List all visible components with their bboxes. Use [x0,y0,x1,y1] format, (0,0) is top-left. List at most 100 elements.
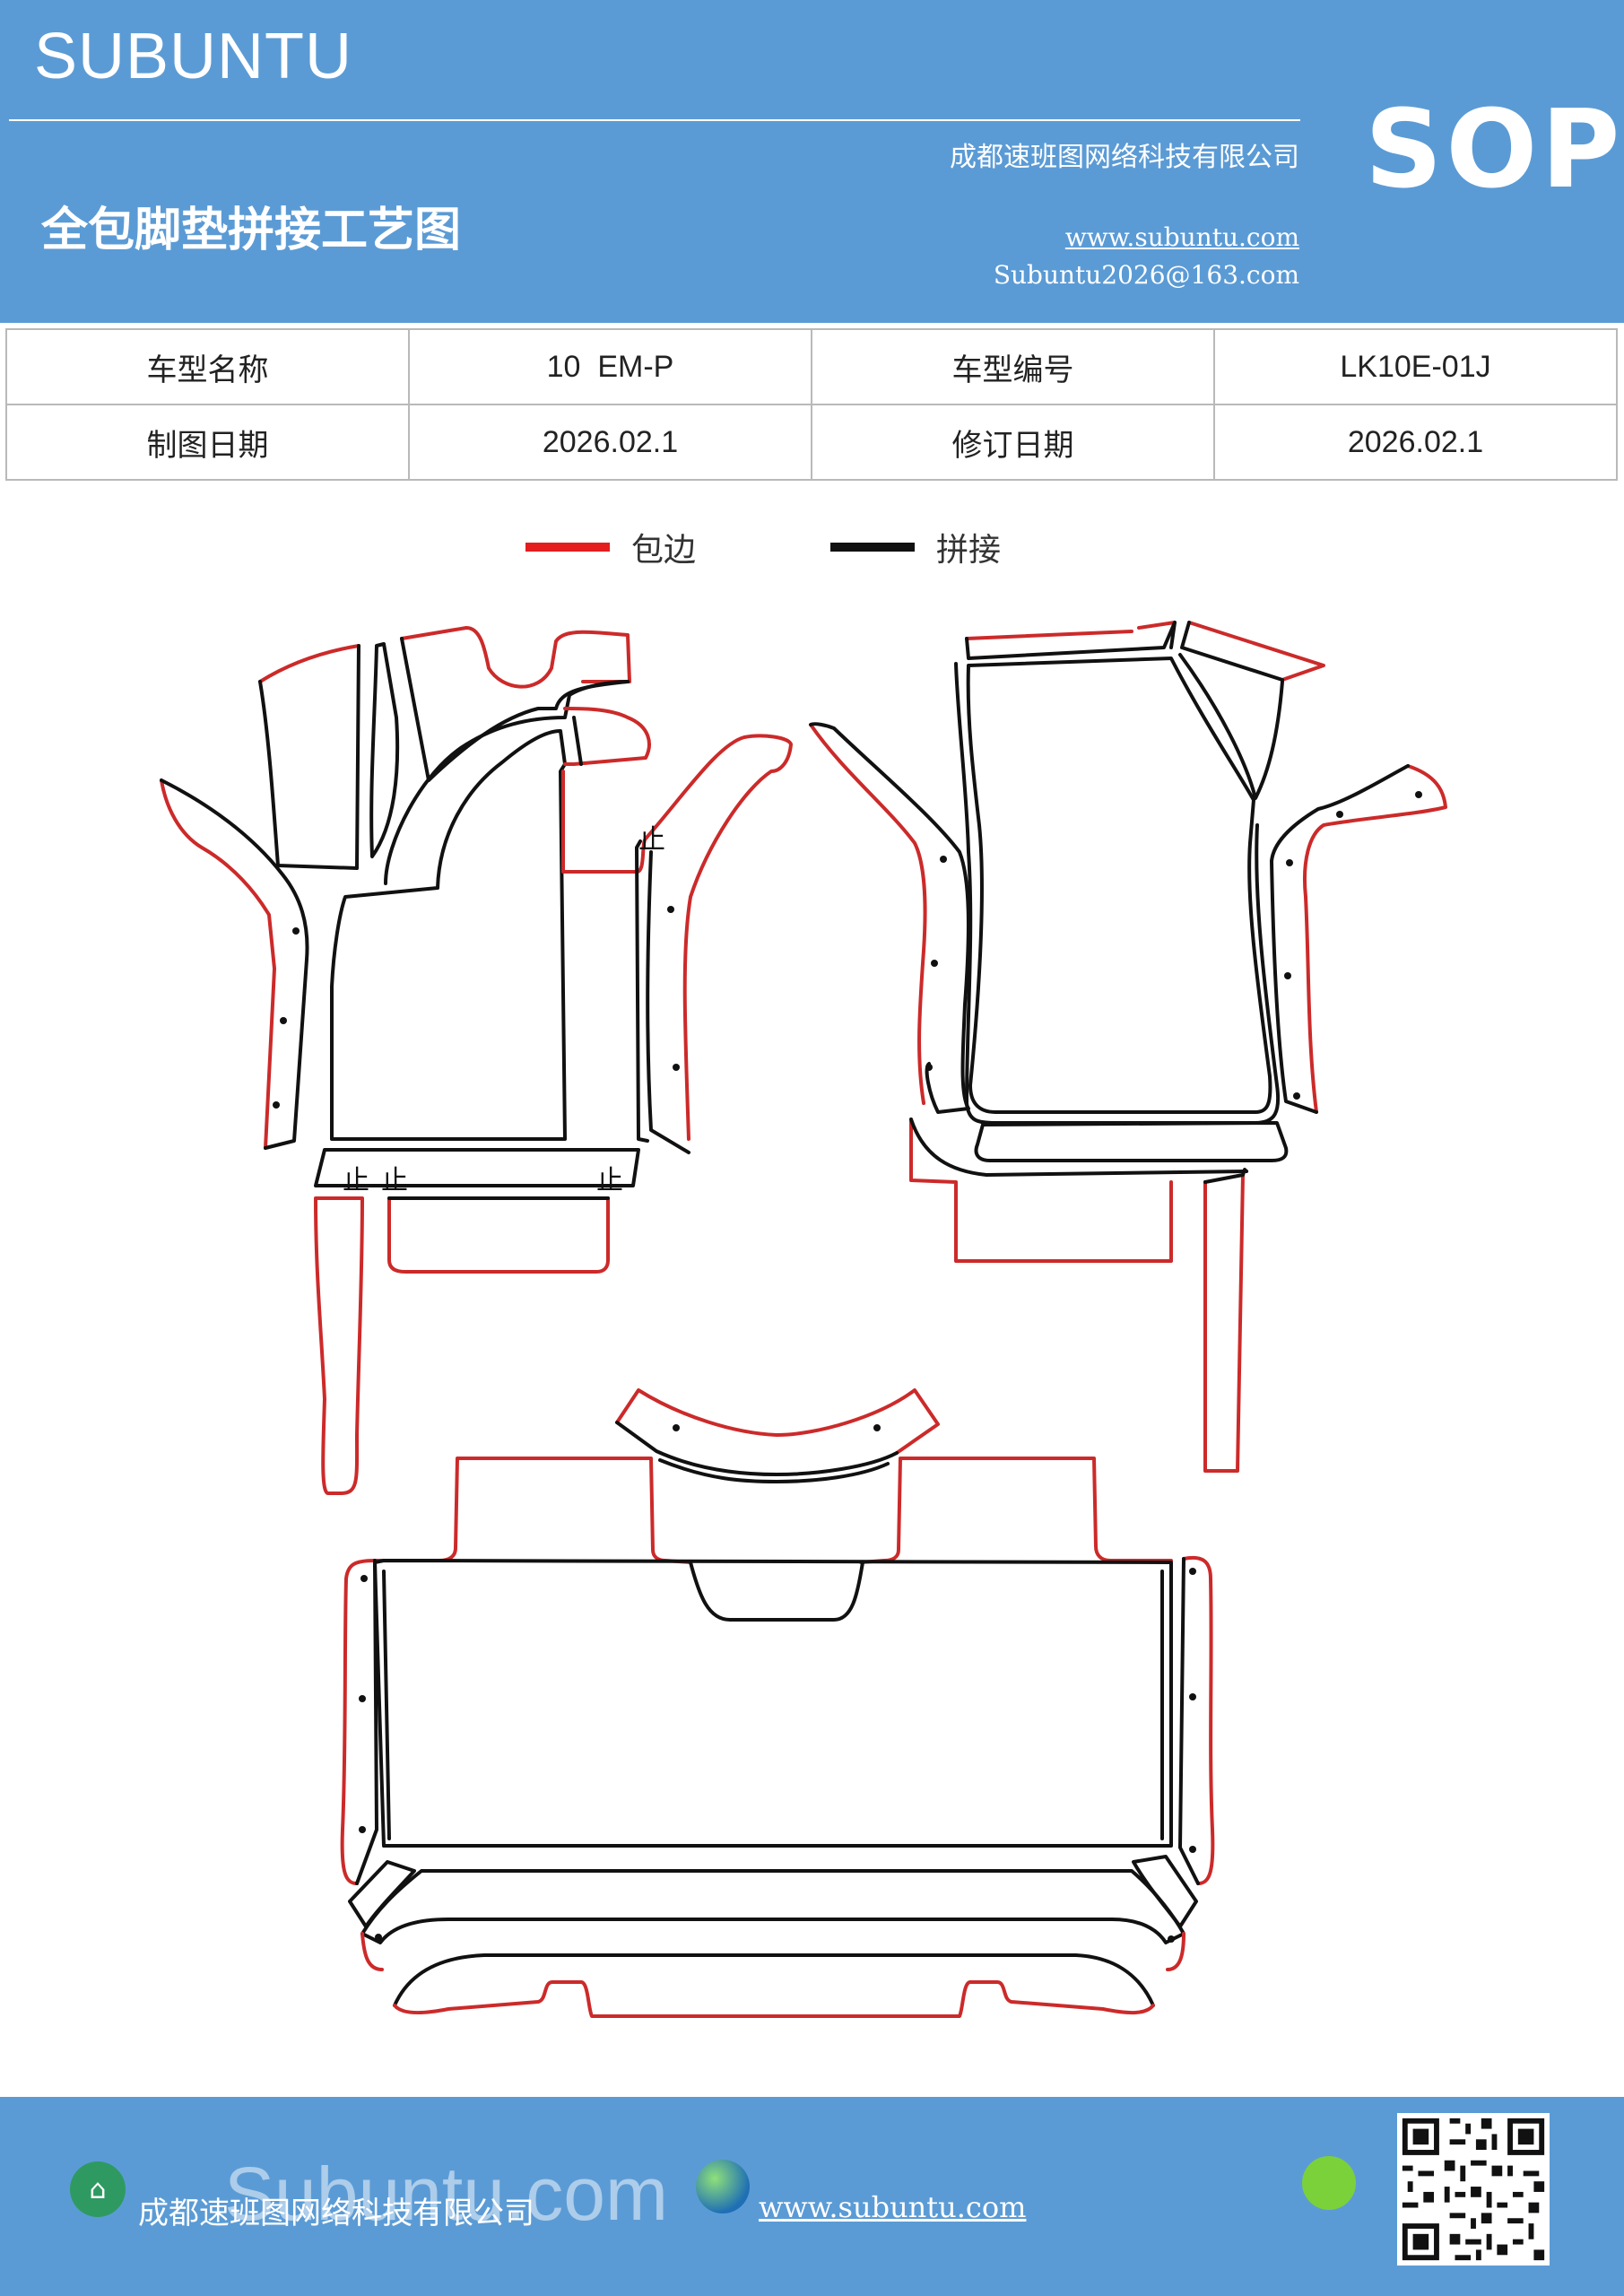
passenger-inner-seam [954,662,1281,1125]
rivet-dot [1189,1568,1196,1575]
tri-piece-seam [1178,621,1284,800]
rear-bottom-piece-seam [393,1953,1155,2007]
header-website-link[interactable]: www.subuntu.com [1064,222,1299,252]
rivet-dot [273,1101,280,1109]
sop-badge: SOP [1365,88,1624,213]
tunnel-strip-edge [561,734,793,1141]
globe-icon [696,2160,750,2213]
top-strip-seam [965,621,1177,660]
driver-main-seam [330,729,567,1141]
rear-left-strip-seam [355,1559,378,1885]
stop-mark: 止 [638,824,665,856]
footer-watermark: Subuntu.com [224,2152,668,2236]
top-strip-edge [965,621,1177,640]
chat-icon [1302,2156,1356,2210]
rear-bulge-seam [689,1561,864,1622]
rivet-dot [359,1695,366,1702]
rivet-dot [1286,859,1293,866]
rear-bottom-piece-edge [393,1980,1155,2018]
rear-lower-band-seam [360,1869,1185,1944]
header-banner: SUBUNTU 成都速班图网络科技有限公司 全包脚垫拼接工艺图 www.subu… [0,0,1624,323]
rear-corner-seam [1132,1855,1198,1928]
lower-strip-seam [314,1148,640,1187]
rivet-dot [940,856,947,863]
rear-lower-band-edge [360,1932,1185,1971]
rivet-dot [1168,1935,1175,1943]
rivet-dot [1284,972,1291,979]
rivet-dot [1293,1092,1300,1100]
side-strip-seam [160,778,309,1150]
rivet-dot [1415,791,1422,798]
door-strip-edge [809,723,927,1105]
legend-item-seam: 拼接 [830,520,1001,574]
rear-tab-seam [615,1421,899,1483]
side-strip-edge [160,778,276,1150]
tunnel-strip-seam [635,839,690,1154]
legend-item-edge: 包边 [525,520,696,574]
heel-pad-edge [387,1196,610,1274]
stop-mark: 止 [381,1165,408,1196]
door-strip-seam [809,722,970,1114]
rivet-dot [280,1017,287,1024]
rivet-dot [1189,1846,1196,1853]
rivet-dot [1189,1693,1196,1700]
rivet-dot [925,1064,933,1071]
header-divider [9,119,1300,121]
front-right-mat [809,621,1447,1473]
passenger-main-seam [966,657,1272,1114]
piece-seam [258,644,360,870]
lower-band-seam [974,1121,1289,1162]
rivet-dot [360,1575,368,1582]
rivet-dot [375,1934,382,1941]
rivet-dot [673,1424,680,1431]
rivet-dot [667,906,674,913]
header-company-name: 成都速班图网络科技有限公司 [950,142,1299,173]
building-icon: ⌂ [70,2161,126,2217]
footer-banner: Subuntu.com ⌂ 成都速班图网络科技有限公司 www.subuntu.… [0,2097,1624,2296]
long-strip-edge [314,1196,364,1495]
right-long-strip-seam [1203,1168,1248,1184]
rivet-dot [359,1826,366,1833]
table-cell-label: 车型编号 [811,328,1215,405]
piece-edge [400,626,631,689]
header-email: Subuntu2026@163.com [993,260,1299,290]
table-row: 车型名称 10 EM-P 车型编号 LK10E-01J [5,328,1618,405]
legend-swatch-black [830,543,915,552]
footer-company-name: 成都速班图网络科技有限公司 [138,2196,534,2231]
vehicle-info-table: 车型名称 10 EM-P 车型编号 LK10E-01J 制图日期 2026.02… [5,328,1618,481]
table-cell-value: 2026.02.1 [1213,404,1618,481]
legend-label: 拼接 [936,532,1002,569]
piece-seam [384,680,630,885]
front-left-mat [160,626,793,1495]
table-cell-label: 车型名称 [5,328,410,405]
rear-right-strip-edge [1182,1555,1215,1885]
rivet-dot [673,1064,680,1071]
rivet-dot [292,927,300,935]
table-cell-value: 2026.02.1 [408,404,812,481]
rear-left-strip-edge [340,1559,377,1885]
rivet-dot [931,960,938,967]
table-cell-value: LK10E-01J [1213,328,1618,405]
rear-right-strip-seam [1178,1557,1200,1885]
lower-l-piece-seam [909,1118,1248,1177]
stop-mark: 止 [343,1165,369,1196]
piece-edge [258,644,360,683]
console-piece-edge [563,707,651,766]
table-cell-label: 修订日期 [811,404,1215,481]
legend-label: 包边 [631,532,697,569]
lower-l-piece-edge [909,1118,1173,1263]
rivet-dot [1336,811,1343,818]
piece-seam [369,642,400,858]
rivet-dot [873,1424,881,1431]
rear-main-inner-seam [382,1570,391,1840]
brand-logo-text: SUBUNTU [34,21,353,92]
document-title: 全包脚垫拼接工艺图 [41,204,462,257]
qr-code [1397,2113,1550,2266]
rear-mat [340,1388,1215,2018]
stop-mark: 止 [596,1165,623,1196]
table-row: 制图日期 2026.02.1 修订日期 2026.02.1 [5,404,1618,481]
right-strip-seam [1270,764,1410,1114]
rear-tab-edge [615,1388,940,1455]
footer-website-link[interactable]: www.subuntu.com [759,2190,1027,2224]
